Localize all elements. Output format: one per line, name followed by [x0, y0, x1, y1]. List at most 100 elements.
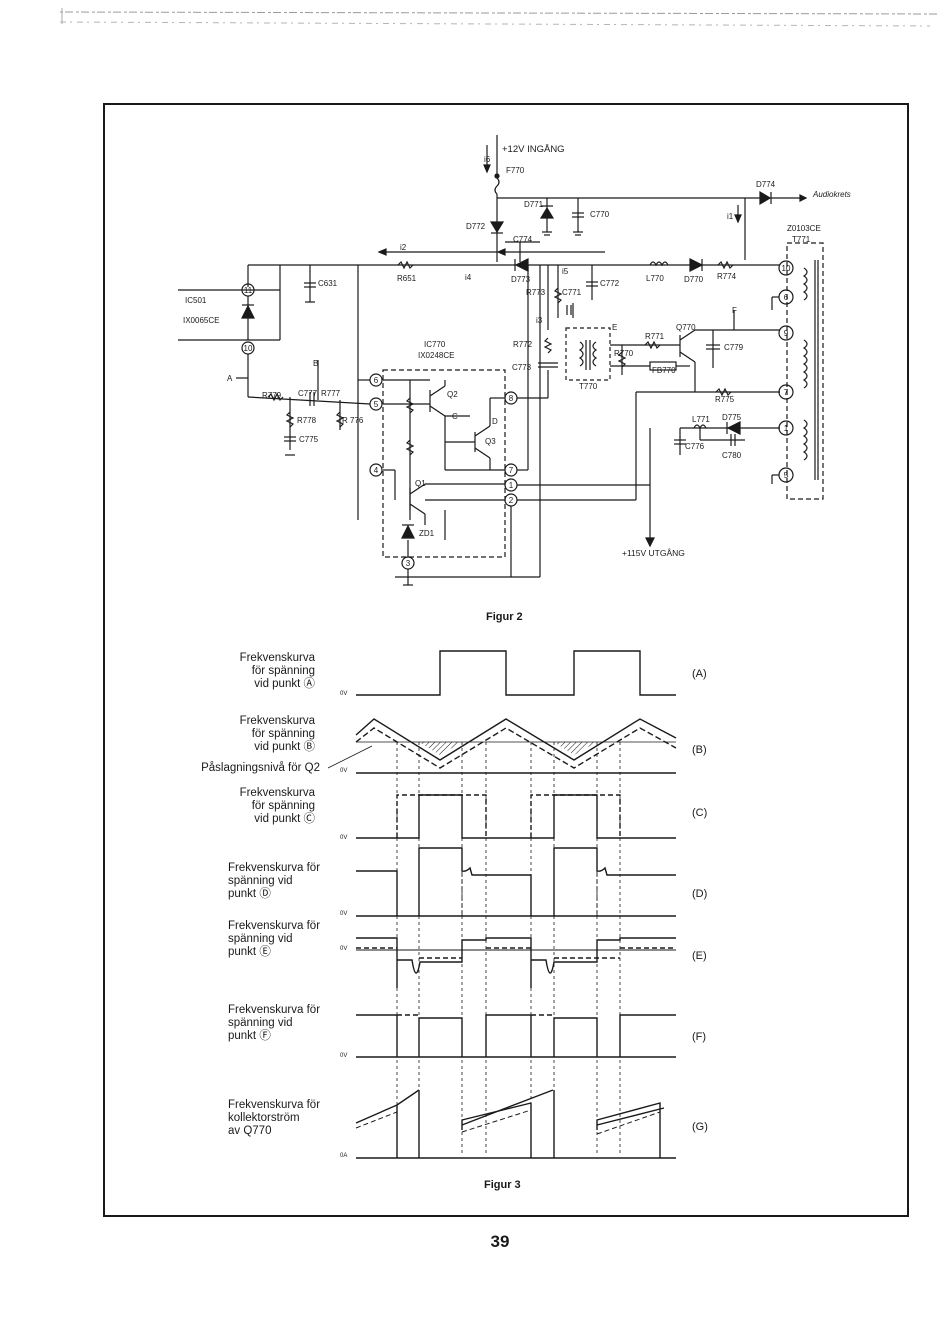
row-b-zero: 0V — [340, 768, 348, 774]
label-l771: L771 — [692, 415, 710, 424]
label-d770: D770 — [684, 275, 704, 284]
waveform-c — [356, 794, 676, 839]
label-i3: i3 — [536, 316, 543, 325]
figure2-caption: Figur 2 — [486, 611, 523, 623]
waveform-e — [356, 937, 676, 988]
svg-text:3: 3 — [406, 559, 411, 568]
label-l770: L770 — [646, 274, 664, 283]
row-g-label: Frekvenskurva för kollektorström av Q770 — [228, 1099, 321, 1137]
label-i4: i4 — [465, 273, 472, 282]
svg-text:5: 5 — [374, 400, 379, 409]
label-f770: F770 — [506, 166, 525, 175]
label-point-b: B — [313, 359, 318, 368]
label-point-f: F — [732, 306, 737, 315]
row-b-tag: (B) — [692, 744, 707, 756]
schematic-diagram — [178, 135, 824, 586]
label-q2: Q2 — [447, 390, 458, 399]
svg-text:10: 10 — [244, 344, 253, 353]
label-q770: Q770 — [676, 323, 696, 332]
svg-text:7: 7 — [509, 466, 514, 475]
label-t770: T770 — [579, 382, 598, 391]
label-d773: D773 — [511, 275, 531, 284]
label-c771: C771 — [562, 288, 582, 297]
waveform-d — [356, 847, 676, 917]
timing-guides — [396, 742, 621, 1155]
waveform-g — [355, 1089, 676, 1159]
svg-text:6: 6 — [784, 293, 789, 302]
svg-text:6: 6 — [374, 376, 379, 385]
label-fb770: FB770 — [652, 366, 676, 375]
label-12v-input: +12V INGÅNG — [502, 144, 565, 155]
label-zd1: ZD1 — [419, 529, 435, 538]
row-c-tag: (C) — [692, 807, 708, 819]
label-c775: C775 — [299, 435, 319, 444]
label-r774: R774 — [717, 272, 737, 281]
label-ic770: IC770 — [424, 340, 446, 349]
waveform-diagram — [327, 650, 677, 1159]
row-e-tag: (E) — [692, 950, 707, 962]
svg-text:7: 7 — [784, 388, 789, 397]
row-g-tag: (G) — [692, 1121, 708, 1133]
row-e-label: Frekvenskurva för spänning vid punkt Ⓔ — [228, 920, 321, 958]
svg-text:4: 4 — [374, 466, 379, 475]
row-g-zero: 0A — [340, 1153, 348, 1159]
label-c779: C779 — [724, 343, 744, 352]
label-z0103ce: Z0103CE — [787, 224, 821, 233]
page-number: 39 — [490, 1232, 510, 1251]
label-c631: C631 — [318, 279, 338, 288]
label-c776: C776 — [685, 442, 705, 451]
svg-text:9: 9 — [784, 329, 789, 338]
label-point-e: E — [612, 323, 617, 332]
label-ix0065ce: IX0065CE — [183, 316, 219, 325]
label-r651: R651 — [397, 274, 417, 283]
label-c772: C772 — [600, 279, 620, 288]
waveform-b — [327, 718, 677, 774]
label-c773: C773 — [512, 363, 532, 372]
label-c770: C770 — [590, 210, 610, 219]
row-d-label: Frekvenskurva för spänning vid punkt Ⓓ — [228, 862, 321, 900]
label-d771: D771 — [524, 200, 544, 209]
label-r772: R772 — [513, 340, 533, 349]
label-i2: i2 — [400, 243, 407, 252]
label-i1: i1 — [727, 212, 734, 221]
svg-text:10: 10 — [782, 264, 791, 273]
label-d772: D772 — [466, 222, 486, 231]
label-r778: R778 — [297, 416, 317, 425]
row-b-sublabel: Påslagningsnivå för Q2 — [201, 762, 320, 774]
row-f-zero: 0V — [340, 1053, 348, 1059]
label-d774: D774 — [756, 180, 776, 189]
label-ic501: IC501 — [185, 296, 207, 305]
label-r775: R775 — [715, 395, 735, 404]
label-115v-output: +115V UTGÅNG — [622, 548, 685, 558]
row-c-zero: 0V — [340, 835, 348, 841]
row-f-tag: (F) — [692, 1031, 707, 1043]
schematic-labels: +12V INGÅNG i6 F770 D774 Audiokrets D771… — [183, 144, 851, 568]
row-f-label: Frekvenskurva för spänning vid punkt Ⓕ — [228, 1004, 321, 1042]
svg-text:2: 2 — [509, 496, 514, 505]
scan-edge-artifact — [59, 8, 941, 27]
row-a-label: Frekvenskurva för spänning vid punkt Ⓐ — [239, 652, 315, 690]
row-a-tag: (A) — [692, 668, 707, 680]
row-e-zero: 0V — [340, 946, 348, 952]
row-d-zero: 0V — [340, 911, 348, 917]
label-r777: R777 — [321, 389, 341, 398]
label-c777: C777 — [298, 389, 318, 398]
label-q3: Q3 — [485, 437, 496, 446]
svg-text:1: 1 — [509, 481, 514, 490]
label-t771: T771 — [792, 235, 811, 244]
waveform-a — [356, 650, 676, 696]
label-ix0248ce: IX0248CE — [418, 351, 454, 360]
svg-text:8: 8 — [509, 394, 514, 403]
label-c774: C774 — [513, 235, 533, 244]
waveform-f — [356, 1014, 676, 1058]
label-r770: R770 — [614, 349, 634, 358]
row-a-zero: 0V — [340, 691, 348, 697]
label-audio: Audiokrets — [812, 190, 851, 199]
label-r773: R773 — [526, 288, 546, 297]
row-b-label: Frekvenskurva för spänning vid punkt Ⓑ — [239, 715, 315, 753]
figure3-caption: Figur 3 — [484, 1179, 521, 1191]
label-i5: i5 — [562, 267, 569, 276]
label-r776: R 776 — [342, 416, 364, 425]
label-q1: Q1 — [415, 479, 426, 488]
label-d775: D775 — [722, 413, 742, 422]
